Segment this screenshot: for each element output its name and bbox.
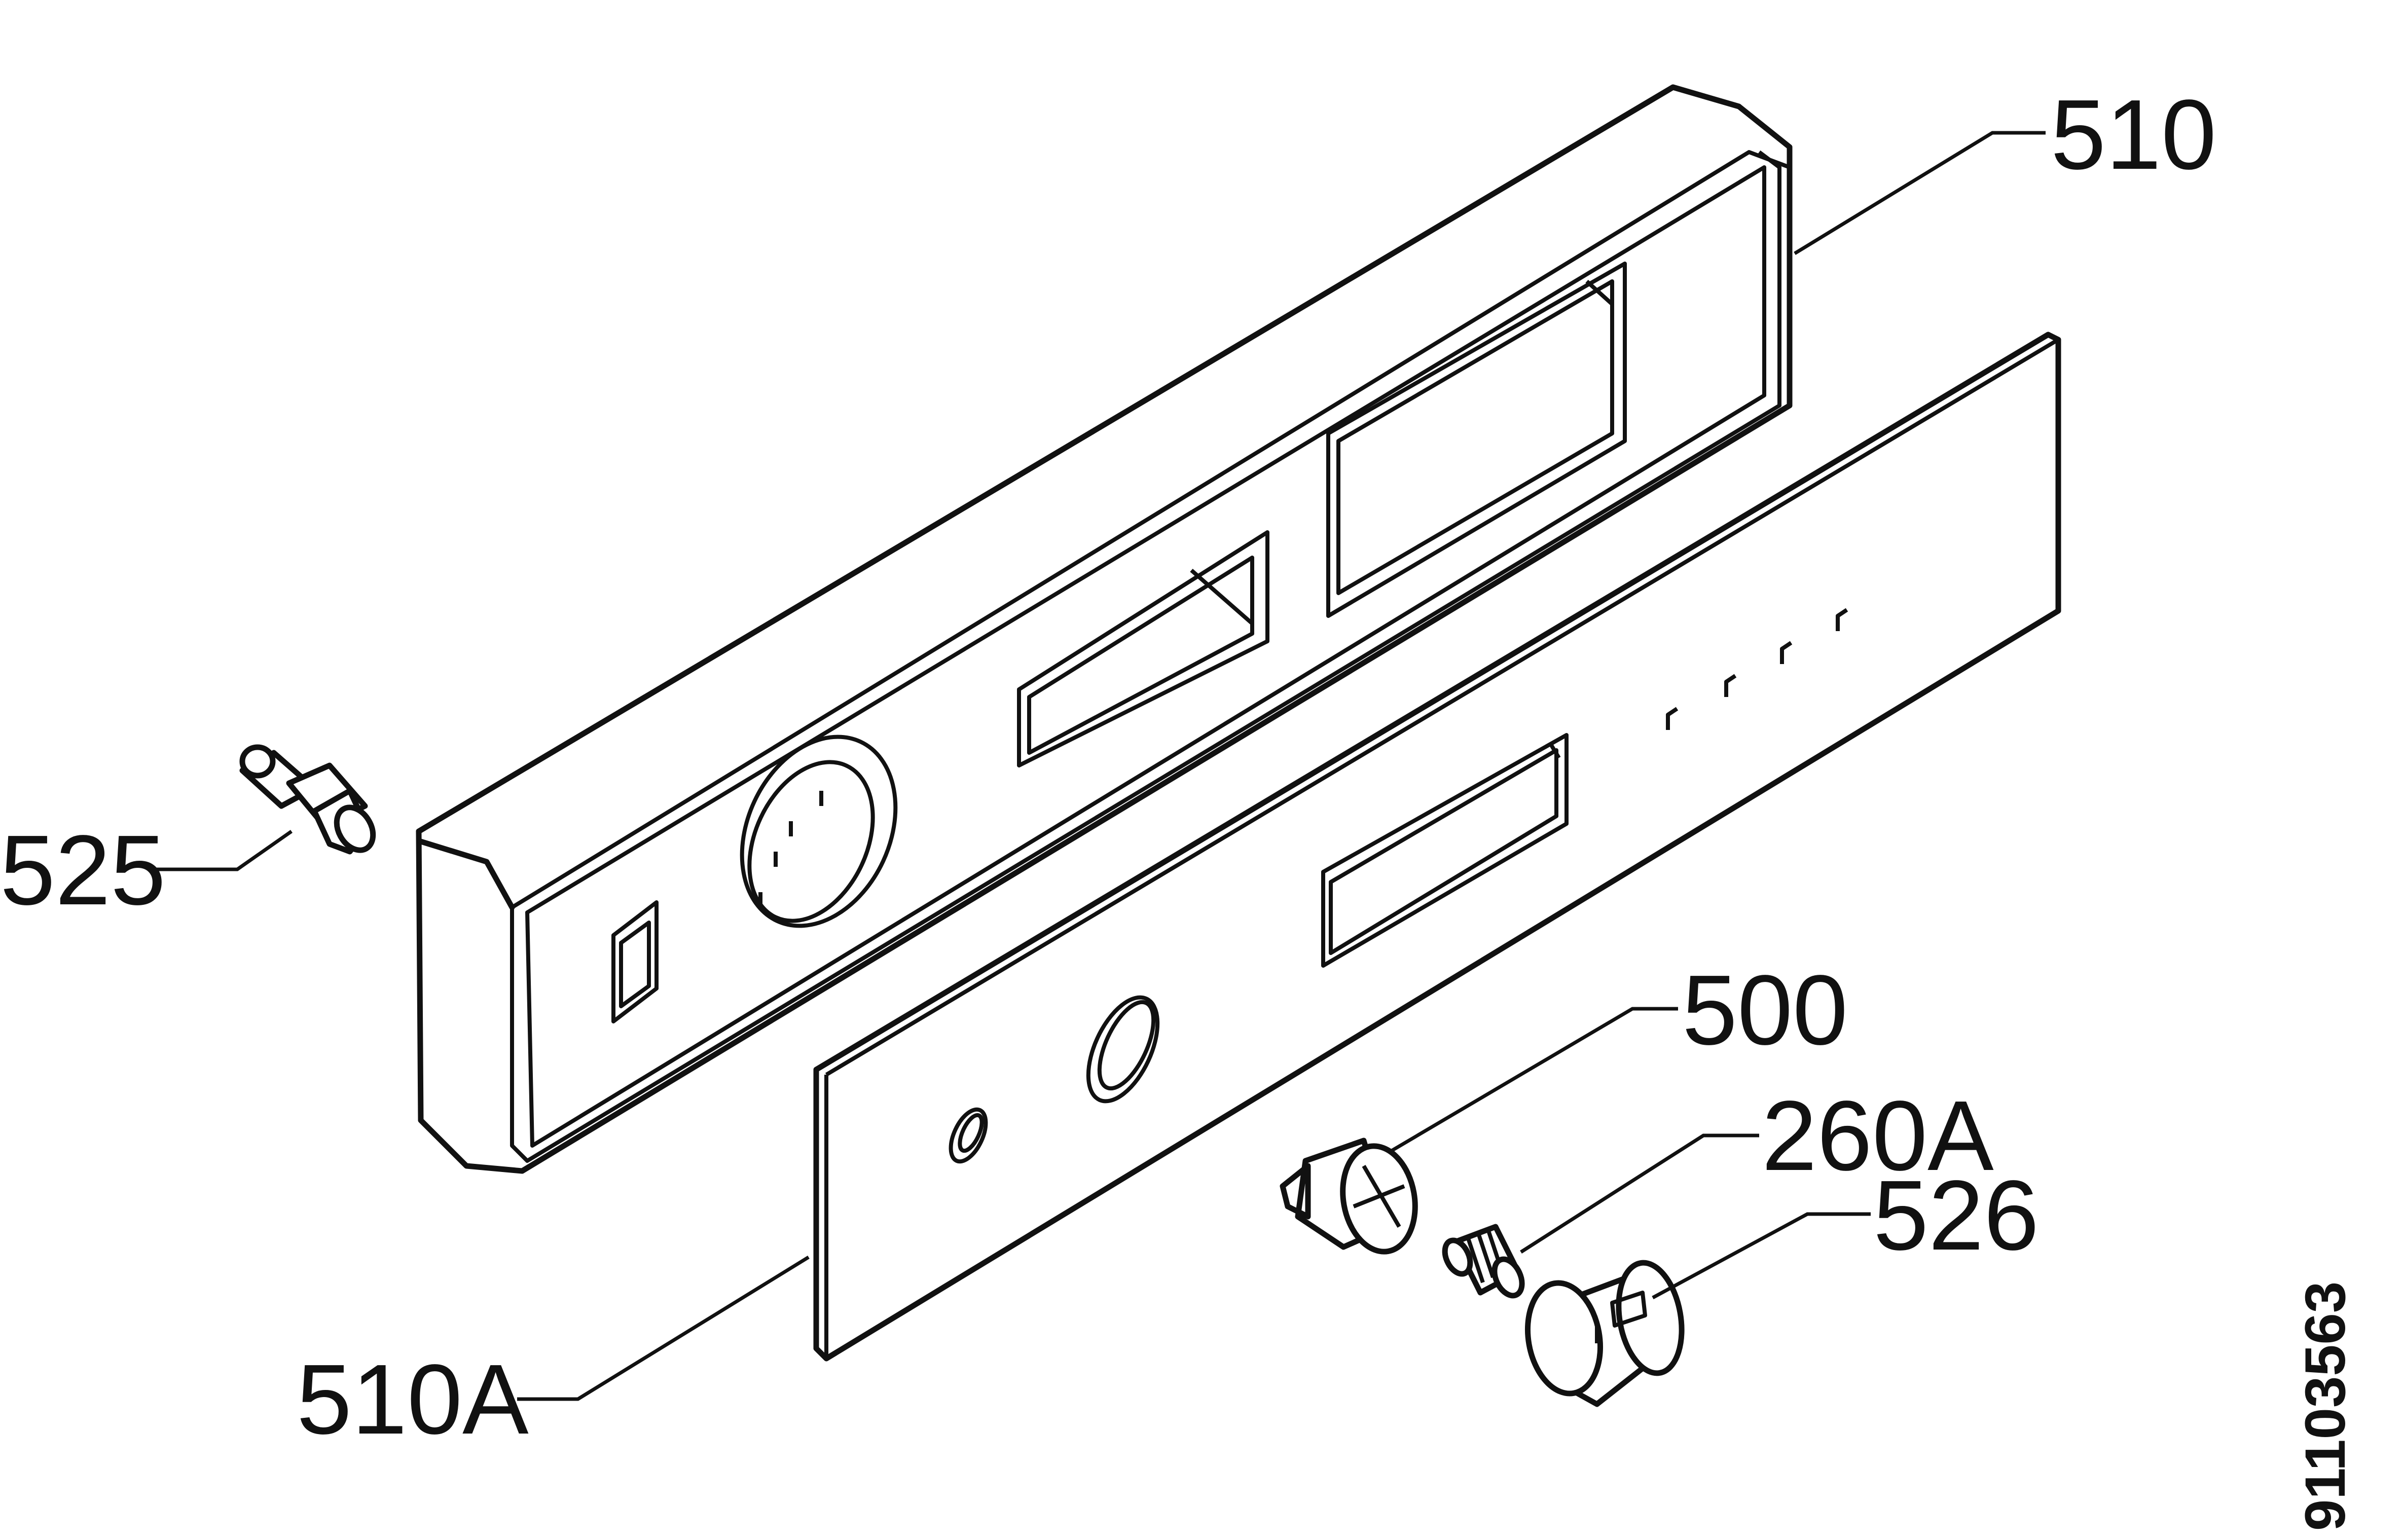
leader-525 (152, 830, 293, 871)
control-panel-frame (416, 84, 1793, 1174)
fascia-indicator-marks (1666, 608, 1848, 730)
leader-510 (1794, 131, 2046, 255)
fascia-plate (813, 332, 2061, 1362)
frame-square-cutout (611, 900, 659, 1023)
knob (1524, 1260, 1685, 1407)
leader-260a (1520, 1133, 1759, 1254)
label-510: 510 (2051, 79, 2216, 190)
panel-fascia (813, 332, 2061, 1362)
frame-dial-opening (740, 735, 898, 928)
leader-lines (152, 131, 2046, 1401)
fascia-edge (824, 338, 2060, 1359)
fascia-display-window (1321, 733, 1569, 968)
label-260a: 260A (1762, 1080, 1994, 1191)
label-526: 526 (1873, 1160, 2039, 1271)
label-525: 525 (0, 815, 166, 926)
callout-labels: 510 525 510A 500 260A 526 (0, 79, 2216, 1455)
spring (1442, 1224, 1525, 1299)
document-number: 91103563 (2294, 1281, 2357, 1531)
leader-510a (517, 1256, 810, 1401)
leader-500 (1391, 1007, 1678, 1153)
frame-middle-window (1017, 530, 1269, 767)
fascia-dial-hole (1086, 995, 1160, 1104)
screw (239, 744, 376, 855)
frame-display-window (1326, 262, 1627, 618)
frame-bezel-rim (510, 150, 1781, 1163)
frame-top-edge (416, 84, 1742, 834)
frame-bezel-inner (525, 165, 1766, 1148)
knob-holder (1280, 1138, 1418, 1255)
leader-526 (1652, 1212, 1871, 1300)
fascia-small-hole (949, 1107, 988, 1164)
frame-depth-edge (418, 838, 515, 910)
label-500: 500 (1682, 955, 1848, 1066)
label-510a: 510A (297, 1344, 529, 1455)
